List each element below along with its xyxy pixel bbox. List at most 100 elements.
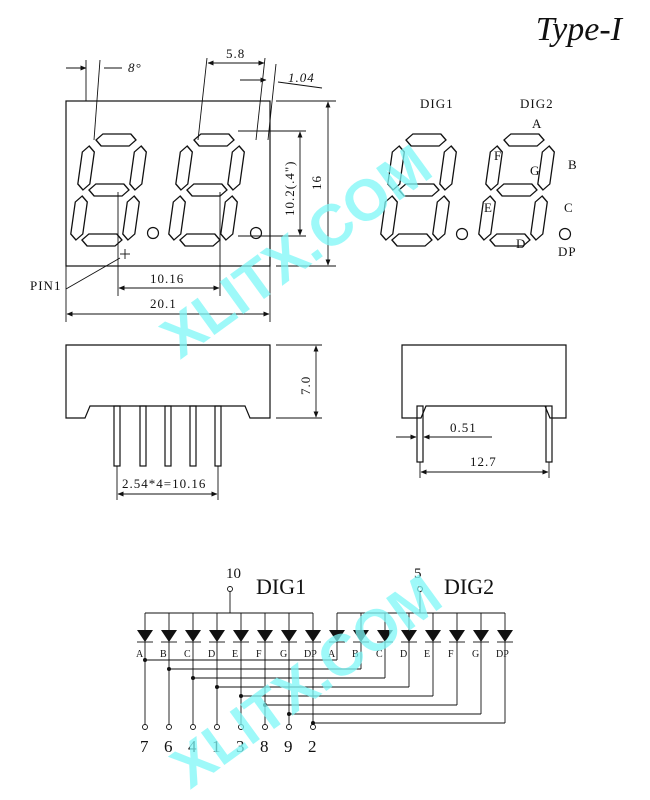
- junction-dot: [167, 667, 171, 671]
- pin-node: [238, 724, 244, 730]
- pin-number: 3: [236, 737, 245, 756]
- pin-number: 8: [260, 737, 269, 756]
- top-digit-2: [167, 133, 246, 247]
- face-dig1-label: DIG1: [420, 96, 454, 111]
- pin-node: [214, 724, 220, 730]
- top-dp-2: [249, 226, 263, 240]
- side-body: [65, 344, 271, 419]
- diode-symbol: [449, 630, 465, 642]
- diode-label: E: [232, 649, 238, 660]
- side-pin: [189, 405, 197, 467]
- dig2-pin-label: 5: [414, 566, 422, 582]
- top-view: 8° 5.8 1.04 10.2(.4") 16 PIN1 10.16: [30, 46, 336, 322]
- seg-width-label: 5.8: [226, 46, 245, 61]
- pin-number: 7: [140, 737, 149, 756]
- diode-symbol: [209, 630, 225, 642]
- diode-label: D: [400, 649, 407, 660]
- digit-height-label: 10.2(.4"): [282, 161, 297, 216]
- end-view: 0.51 12.7: [396, 344, 567, 478]
- body-width-label: 20.1: [150, 296, 177, 311]
- diode-symbol: [377, 630, 393, 642]
- diode-symbol: [305, 630, 321, 642]
- dig1-pin-node: [227, 586, 233, 592]
- diode-symbol: [473, 630, 489, 642]
- diode-symbol: [281, 630, 297, 642]
- diode-label: C: [376, 649, 383, 660]
- side-pin: [164, 405, 172, 467]
- diode-symbol: [497, 630, 513, 642]
- side-height-label: 7.0: [298, 376, 313, 395]
- side-view: 7.0 2.54*4=10.16: [65, 344, 322, 500]
- top-digit-1: [69, 133, 148, 247]
- seg-b-label: B: [568, 157, 578, 172]
- pin-number: 9: [284, 737, 293, 756]
- face-digit-2: [477, 133, 556, 247]
- side-pin: [214, 405, 222, 467]
- pin-node: [286, 724, 292, 730]
- diode-label: A: [136, 649, 144, 660]
- pin-node: [262, 724, 268, 730]
- seg-thick-label: 1.04: [288, 70, 315, 85]
- diode-label: B: [160, 649, 167, 660]
- diode-symbol: [425, 630, 441, 642]
- dig2-label: DIG2: [444, 574, 494, 599]
- diode-symbol: [137, 630, 153, 642]
- dig1-label: DIG1: [256, 574, 306, 599]
- pitch-label: 10.16: [150, 271, 184, 286]
- diode-label: B: [352, 649, 359, 660]
- side-pin: [139, 405, 147, 467]
- diode-symbol: [353, 630, 369, 642]
- end-body: [401, 344, 567, 419]
- diode-symbol: [329, 630, 345, 642]
- seg-d-label: D: [516, 236, 526, 251]
- diode-label: G: [280, 649, 287, 660]
- seg-c-label: C: [564, 200, 574, 215]
- diode-label: A: [328, 649, 336, 660]
- diode-symbol: [401, 630, 417, 642]
- angle-label: 8°: [128, 60, 142, 75]
- pin-number: 6: [164, 737, 173, 756]
- diode-symbol: [257, 630, 273, 642]
- diode-label: C: [184, 649, 191, 660]
- diode-label: DP: [496, 649, 509, 660]
- diode-label: DP: [304, 649, 317, 660]
- face-dp-1: [455, 227, 469, 241]
- diode-symbol: [233, 630, 249, 642]
- pin1-label: PIN1: [30, 278, 61, 293]
- side-pin: [113, 405, 121, 467]
- diode-symbol: [161, 630, 177, 642]
- junction-dot: [191, 676, 195, 680]
- junction-dot: [239, 694, 243, 698]
- title: Type-I: [536, 11, 624, 48]
- seg-f-label: F: [494, 148, 502, 163]
- top-dp-1: [146, 226, 160, 240]
- face-dp-2: [558, 227, 572, 241]
- diode-symbol: [185, 630, 201, 642]
- dig1-pin-label: 10: [226, 566, 241, 582]
- pin-node: [190, 724, 196, 730]
- junction-dot: [143, 658, 147, 662]
- junction-dot: [215, 685, 219, 689]
- top-view-body: [65, 100, 271, 267]
- pin-node: [142, 724, 148, 730]
- diode-label: D: [208, 649, 215, 660]
- pin-number: 4: [188, 737, 197, 756]
- seg-a-label: A: [532, 116, 542, 131]
- junction-dot: [311, 721, 315, 725]
- diode-label: F: [256, 649, 262, 660]
- seg-dp-label: DP: [558, 244, 577, 259]
- pin-dia-label: 0.51: [450, 420, 477, 435]
- row-spacing-label: 12.7: [470, 454, 497, 469]
- pin-node: [310, 724, 316, 730]
- diode-label: F: [448, 649, 454, 660]
- pin-pitch-label: 2.54*4=10.16: [122, 476, 206, 491]
- pin-number: 2: [308, 737, 317, 756]
- dig2-pin-node: [417, 586, 423, 592]
- face-view: DIG1 DIG2 A B C D E F G DP: [379, 96, 578, 259]
- pin-node: [166, 724, 172, 730]
- seg-e-label: E: [484, 200, 493, 215]
- face-dig2-label: DIG2: [520, 96, 554, 111]
- junction-dot: [263, 703, 267, 707]
